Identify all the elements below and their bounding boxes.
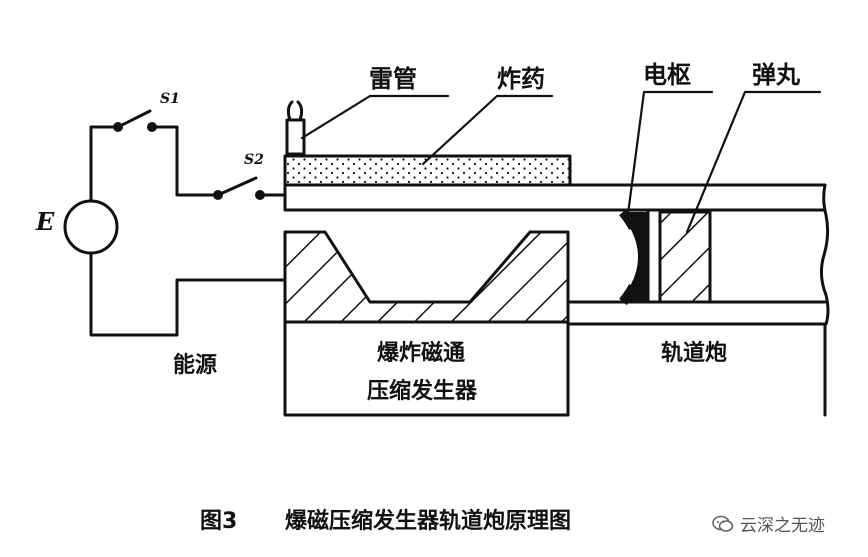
generator-body [283,230,570,324]
leader-lines [300,90,822,234]
switch-s2 [213,176,265,200]
switch-s1 [113,109,157,132]
label-explosive: 炸药 [497,65,545,93]
wechat-icon [712,515,734,532]
detonator [285,100,306,156]
label-switch-s1: S1 [160,91,180,107]
label-generator-line1: 爆炸磁通 [377,341,466,366]
label-switch-s2: S2 [244,152,264,168]
label-generator-line2: 压缩发生器 [367,379,478,404]
section-dividers [283,320,827,417]
upper-rail [283,183,827,212]
caption-title: 爆磁压缩发生器轨道炮原理图 [285,509,572,534]
watermark: 云深之无迹 [712,511,825,536]
label-detonator: 雷管 [369,65,417,93]
label-source-e: E [36,207,55,236]
label-energy-source: 能源 [173,353,218,378]
caption-number: 图3 [200,509,238,534]
power-source-symbol [63,199,119,255]
rail-break-line [819,183,830,326]
label-armature: 电枢 [643,61,691,89]
label-projectile: 弹丸 [752,61,800,89]
label-railgun: 轨道炮 [661,341,728,366]
watermark-text: 云深之无迹 [740,516,825,536]
projectile [658,210,712,304]
lower-rail [566,300,827,326]
